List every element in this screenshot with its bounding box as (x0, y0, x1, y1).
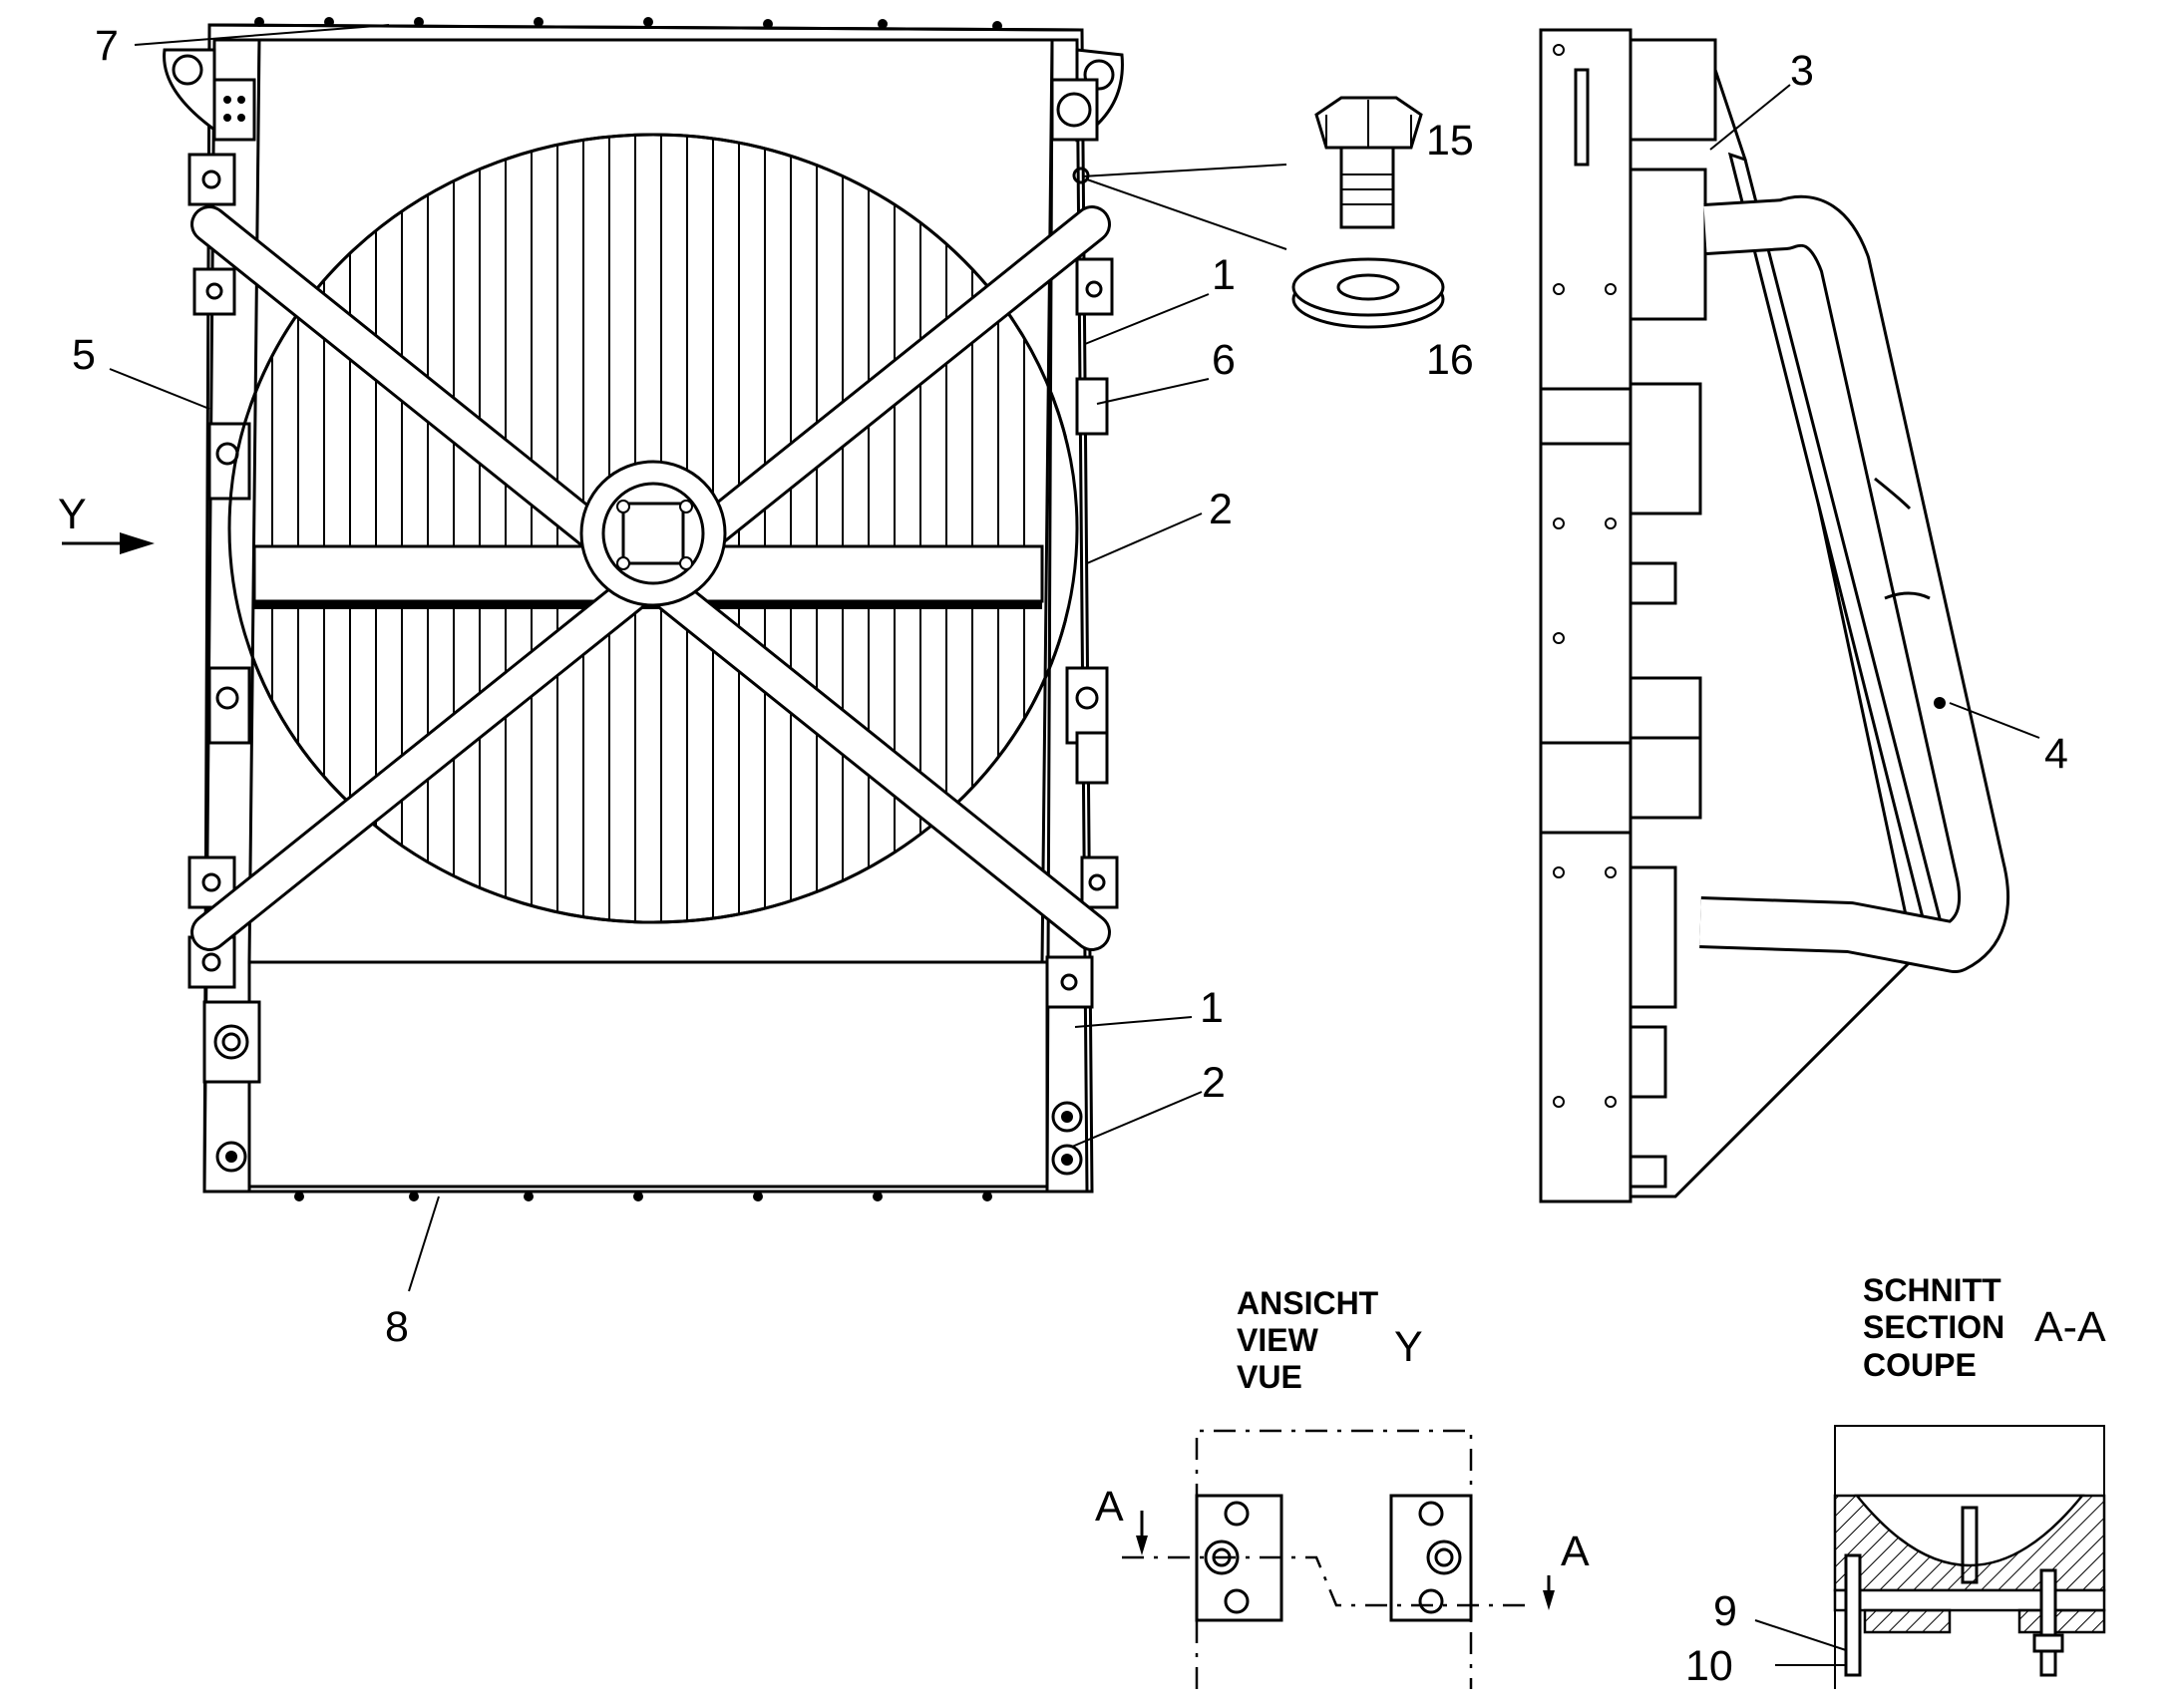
section-mark-right: A (1561, 1528, 1590, 1575)
callout-7: 7 (95, 22, 119, 70)
right-brackets (1045, 78, 1119, 1176)
callout-1-upper: 1 (1212, 251, 1236, 299)
view-title-line3: VUE (1237, 1359, 1302, 1395)
view-y-arrow (62, 532, 155, 554)
callout-1-lower: 1 (1200, 984, 1224, 1032)
callout-15: 15 (1426, 117, 1474, 165)
callout-16: 16 (1426, 336, 1474, 384)
section-title-line2: SECTION (1863, 1309, 2004, 1345)
top-tank-bolts (254, 17, 1002, 31)
callout-10: 10 (1685, 1642, 1733, 1690)
leader-lines (109, 24, 2040, 1666)
callout-8: 8 (385, 1303, 409, 1351)
callout-2-lower: 2 (1202, 1059, 1226, 1107)
left-lifting-lug (163, 48, 216, 133)
bolt-15 (1314, 96, 1423, 229)
view-title-id: Y (1394, 1323, 1423, 1371)
view-arrow-label: Y (58, 491, 87, 538)
callout-4: 4 (2044, 730, 2068, 778)
callout-5: 5 (72, 331, 96, 379)
callout-6: 6 (1212, 336, 1236, 384)
left-brackets (187, 78, 261, 1173)
view-y-detail (1122, 1429, 1555, 1689)
bottom-tank-bolts (294, 1192, 992, 1201)
radiator-core-lower (247, 960, 1049, 1189)
view-title-line2: VIEW (1237, 1322, 1319, 1358)
fan-hub (579, 460, 727, 607)
callout-2-upper: 2 (1209, 486, 1233, 533)
callout-3: 3 (1790, 47, 1814, 95)
section-title-line1: SCHNITT (1863, 1272, 2001, 1308)
radiator-side-view (1539, 28, 2010, 1203)
section-title-id: A-A (2034, 1303, 2106, 1351)
radiator-front-view (163, 17, 1124, 1201)
view-title-line1: ANSICHT (1237, 1285, 1379, 1321)
section-title-line3: COUPE (1863, 1347, 1977, 1383)
section-a-a-detail (1833, 1425, 2106, 1689)
callout-9: 9 (1713, 1587, 1737, 1635)
section-mark-left: A (1095, 1483, 1124, 1531)
washer-16 (1291, 257, 1445, 329)
